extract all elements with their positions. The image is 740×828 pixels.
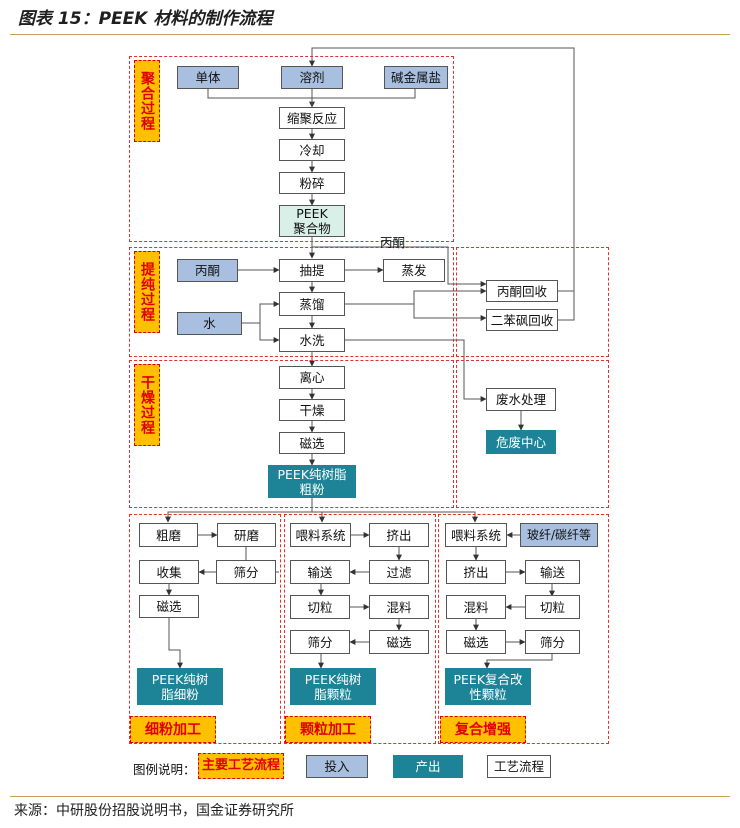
node-cp-mix: 混料 (446, 595, 506, 619)
legend-process-flow: 工艺流程 (487, 755, 551, 778)
stage-polymerization: 聚合过程 (134, 60, 160, 142)
region-fine-powder (129, 514, 281, 744)
figure-title: 图表 15：PEEK 材料的制作流程 (18, 9, 273, 29)
node-centrifuge: 离心 (279, 366, 345, 389)
node-solvent: 溶剂 (281, 66, 343, 89)
region-waste (456, 360, 609, 508)
node-fp-magnetic: 磁选 (139, 595, 199, 618)
node-crushing: 粉碎 (279, 172, 345, 194)
node-pp-filter: 过滤 (369, 560, 429, 584)
stage-compound: 复合增强 (440, 716, 526, 743)
node-pp-convey: 输送 (290, 560, 350, 584)
region-pellet (284, 514, 436, 744)
region-drying (129, 360, 454, 508)
stage-fine-powder: 细粉加工 (130, 716, 216, 743)
node-peek-fine-powder: PEEK纯树脂细粉 (137, 668, 223, 705)
node-polycondensation: 缩聚反应 (279, 107, 345, 129)
node-pp-extrude: 挤出 (369, 523, 429, 547)
node-peek-pellet: PEEK纯树脂颗粒 (290, 668, 376, 705)
legend-main-process: 主要工艺流程 (198, 753, 284, 779)
node-acetone-recovery: 丙酮回收 (486, 280, 558, 302)
stage-extraction: 提纯过程 (134, 251, 160, 333)
node-cp-sieve: 筛分 (525, 630, 580, 654)
node-monomer: 单体 (177, 66, 239, 89)
node-collect: 收集 (139, 560, 199, 584)
node-pp-feed: 喂料系统 (290, 523, 351, 547)
node-pp-cut: 切粒 (290, 595, 350, 619)
node-cp-fiber: 玻纤/碳纤等 (520, 523, 598, 547)
node-distillation: 蒸馏 (279, 292, 345, 316)
region-extraction (129, 247, 454, 357)
node-wastewater: 废水处理 (486, 388, 556, 411)
node-cp-feed: 喂料系统 (445, 523, 507, 547)
source-note: 来源：中研股份招股说明书，国金证券研究所 (14, 803, 294, 819)
legend-label: 图例说明： (133, 762, 196, 777)
node-washing: 水洗 (279, 328, 345, 352)
region-compound (438, 514, 609, 744)
node-peek-polymer: PEEK聚合物 (279, 205, 345, 237)
node-drying: 干燥 (279, 399, 345, 421)
node-evaporation: 蒸发 (383, 259, 445, 282)
node-cp-extrude: 挤出 (446, 560, 506, 584)
node-fp-sieve: 筛分 (216, 560, 276, 584)
node-water: 水 (177, 312, 242, 335)
node-cp-convey: 输送 (525, 560, 580, 584)
legend-output: 产出 (393, 755, 463, 778)
title-rule (10, 34, 730, 35)
node-extraction: 抽提 (279, 259, 345, 282)
node-peek-composite: PEEK复合改性颗粒 (445, 668, 531, 705)
node-coarse-grind: 粗磨 (139, 523, 198, 547)
node-cp-magnetic: 磁选 (446, 630, 506, 654)
node-cp-cut: 切粒 (525, 595, 580, 619)
node-magnetic-separation: 磁选 (279, 432, 345, 454)
node-peek-coarse-powder: PEEK纯树脂粗粉 (268, 465, 356, 498)
node-cooling: 冷却 (279, 139, 345, 161)
node-acetone-input: 丙酮 (177, 259, 238, 282)
node-pp-mix: 混料 (369, 595, 429, 619)
node-pp-sieve: 筛分 (290, 630, 350, 654)
legend-input: 投入 (306, 755, 368, 778)
node-dps-recovery: 二苯砜回收 (486, 309, 558, 331)
node-hazard-center: 危废中心 (486, 430, 556, 454)
footer-rule (10, 796, 730, 797)
region-polymerization (129, 56, 454, 242)
region-recovery (456, 247, 609, 357)
stage-pellet: 颗粒加工 (285, 716, 371, 743)
edge-label-acetone: 丙酮 (380, 235, 406, 250)
node-pp-magnetic: 磁选 (369, 630, 429, 654)
node-grind: 研磨 (217, 523, 276, 547)
node-alkali-salt: 碱金属盐 (384, 66, 448, 89)
stage-drying: 干燥过程 (134, 364, 160, 446)
